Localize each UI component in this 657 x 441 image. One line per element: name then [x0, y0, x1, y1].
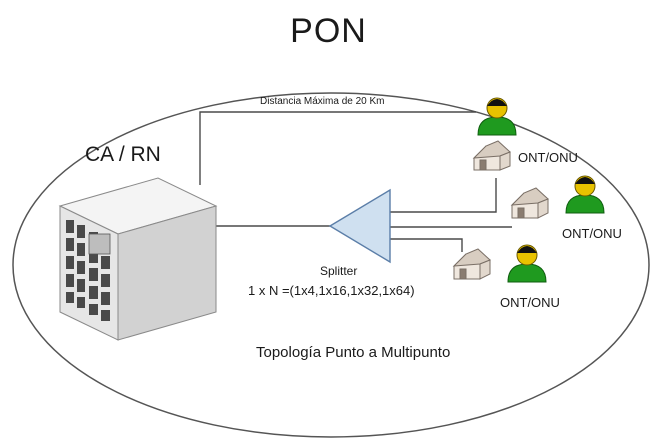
network-boundary-ellipse	[12, 92, 650, 438]
house-icon	[452, 248, 491, 280]
user-icon	[507, 244, 547, 283]
splitter-icon	[328, 188, 391, 264]
central-office-label: CA / RN	[85, 143, 161, 166]
splitter-label: Splitter	[320, 264, 358, 278]
ont-label: ONT/ONU	[500, 295, 560, 310]
user-icon	[477, 97, 517, 136]
topology-label: Topología Punto a Multipunto	[256, 344, 451, 361]
diagram-title: PON	[290, 12, 367, 50]
house-icon	[510, 187, 549, 219]
central-office-icon	[58, 177, 218, 341]
house-icon	[472, 140, 511, 171]
distance-label: Distancia Máxima de 20 Km	[260, 96, 385, 107]
ont-label: ONT/ONU	[518, 150, 578, 165]
drop-fiber-3	[390, 238, 463, 252]
ont-label: ONT/ONU	[562, 226, 622, 241]
distance-link	[199, 111, 476, 185]
splitter-ratio: 1 x N =(1x4,1x16,1x32,1x64)	[248, 283, 415, 298]
user-icon	[565, 175, 605, 214]
drop-fiber-1	[390, 178, 497, 213]
fiber-links	[199, 111, 512, 252]
